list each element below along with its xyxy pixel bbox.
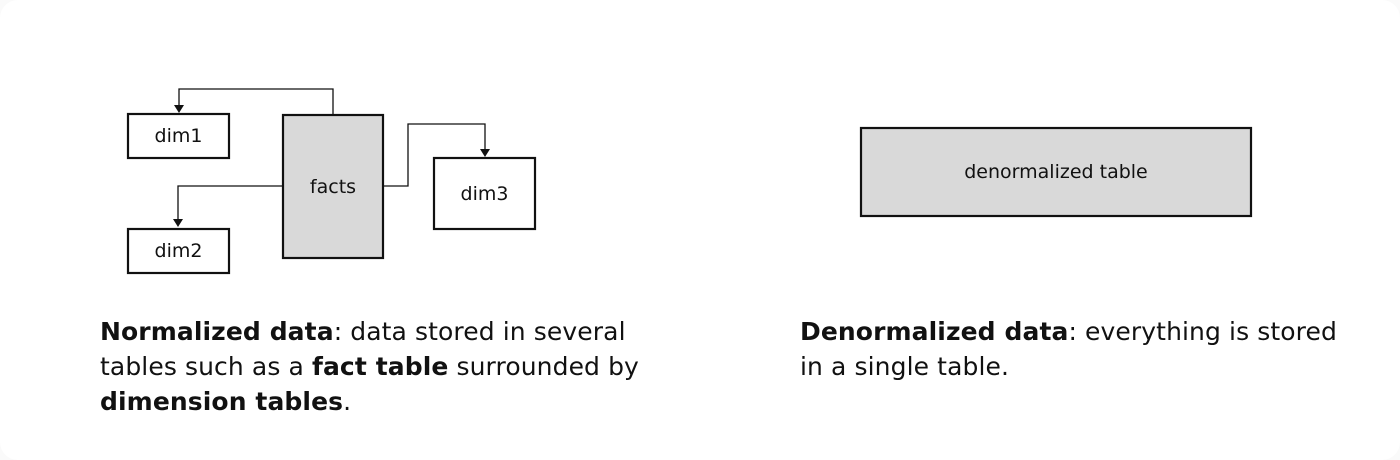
connector-facts-dim1: [178, 88, 334, 115]
connector-facts-dim3: [383, 123, 486, 187]
facts-box: facts: [281, 113, 385, 260]
arrowhead-icon: [173, 219, 183, 227]
diagram-svg: dim1 facts dim3 dim2 denormalized table: [126, 88, 1253, 275]
dimension-tables-term: dimension tables: [100, 387, 344, 416]
denormalized-diagram: denormalized table: [859, 126, 1253, 218]
dim3-box: dim3: [432, 156, 537, 231]
dim3-label: dim3: [461, 183, 509, 205]
normalized-caption-text-3: .: [343, 387, 352, 416]
normalized-diagram: dim1 facts dim3 dim2: [126, 88, 537, 275]
denormalized-caption: Denormalized data: everything is stored …: [800, 314, 1340, 384]
normalized-caption-text-2: surrounded by: [448, 352, 639, 381]
fact-table-term: fact table: [311, 352, 449, 381]
connector-facts-dim2: [177, 185, 283, 222]
dim2-label: dim2: [155, 240, 203, 262]
dim1-box: dim1: [126, 112, 231, 160]
denormalized-caption-lead: Denormalized data: [800, 317, 1069, 346]
denormalized-table-label: denormalized table: [964, 161, 1148, 183]
dim1-label: dim1: [155, 125, 203, 147]
arrowhead-icon: [480, 149, 490, 157]
dim2-box: dim2: [126, 227, 231, 275]
normalized-caption-text-1: : data stored in several tables such as …: [100, 317, 626, 381]
denormalized-table-box: [859, 126, 1253, 218]
facts-label: facts: [310, 176, 356, 198]
arrowhead-icon: [174, 105, 184, 113]
normalized-caption: Normalized data: data stored in several …: [100, 314, 640, 419]
normalized-caption-lead: Normalized data: [100, 317, 334, 346]
denormalized-caption-text-1: : everything is stored in a single table…: [800, 317, 1337, 381]
